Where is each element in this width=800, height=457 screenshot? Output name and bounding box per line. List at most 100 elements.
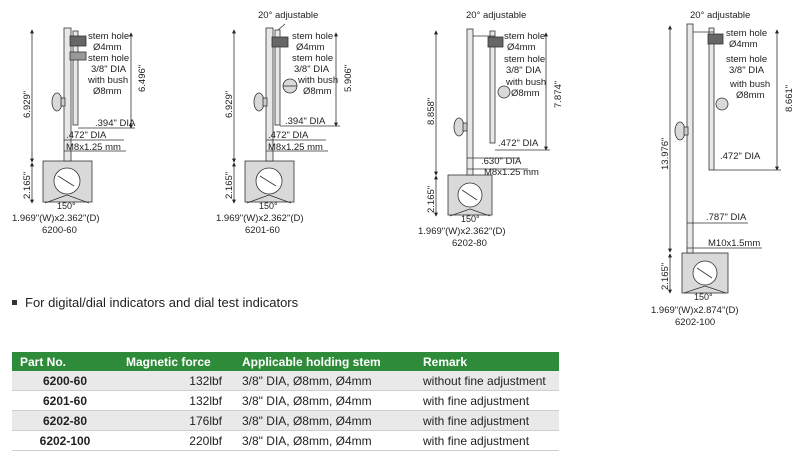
usage-note: For digital/dial indicators and dial tes… bbox=[12, 295, 298, 310]
label-adjustable: 20° adjustable bbox=[466, 10, 526, 21]
dim-height: 6.929" bbox=[224, 91, 235, 118]
cell-magnetic-force: 132lbf bbox=[118, 390, 234, 411]
cell-part-no: 6201-60 bbox=[12, 390, 118, 411]
table-row: 6202-100 220lbf 3/8" DIA, Ø8mm, Ø4mm wit… bbox=[12, 430, 559, 451]
bullet-icon bbox=[12, 300, 17, 306]
drawing-6202-100 bbox=[668, 23, 781, 294]
model-no: 6200-60 bbox=[42, 225, 77, 236]
label-adjustable: 20° adjustable bbox=[690, 10, 750, 21]
labels-6200-60: stem hole Ø4mm stem hole 3/8" DIA with b… bbox=[12, 31, 148, 236]
cell-magnetic-force: 132lbf bbox=[118, 371, 234, 391]
col-magnetic-force: Magnetic force bbox=[118, 352, 234, 371]
col-holding-stem: Applicable holding stem bbox=[234, 352, 415, 371]
label-d8mm: Ø8mm bbox=[736, 90, 765, 101]
dim-thread: M8x1.25 mm bbox=[66, 142, 121, 153]
drawing-6202-80 bbox=[434, 28, 550, 217]
dim-base-height: 2.165" bbox=[426, 186, 437, 213]
dim-angle: 150° bbox=[694, 292, 713, 302]
dim-472-dia: .472" DIA bbox=[720, 151, 761, 162]
label-d4mm: Ø4mm bbox=[93, 42, 122, 53]
label-stem-hole-2: stem hole bbox=[726, 54, 767, 65]
model-no: 6202-100 bbox=[675, 317, 715, 328]
dim-thread: M8x1.25 mm bbox=[484, 167, 539, 178]
cell-part-no: 6202-80 bbox=[12, 410, 118, 431]
dim-base-height: 2.165" bbox=[660, 263, 671, 290]
dim-angle: 150° bbox=[461, 214, 480, 224]
dim-stem-height: 5.906" bbox=[343, 65, 354, 92]
cell-holding-stem: 3/8" DIA, Ø8mm, Ø4mm bbox=[234, 390, 415, 411]
labels-6202-100: 20° adjustable stem hole Ø4mm stem hole … bbox=[651, 10, 795, 328]
labels-6201-60: 20° adjustable stem hole Ø4mm stem hole … bbox=[216, 10, 354, 236]
label-stem-hole-2: stem hole bbox=[88, 53, 129, 64]
cell-remark: with fine adjustment bbox=[415, 390, 559, 411]
cell-holding-stem: 3/8" DIA, Ø8mm, Ø4mm bbox=[234, 371, 415, 391]
base-size: 1.969"(W)x2.362"(D) bbox=[418, 226, 506, 237]
label-stem-hole-1: stem hole bbox=[292, 31, 333, 42]
dim-base-height: 2.165" bbox=[22, 172, 33, 199]
label-38-dia: 3/8" DIA bbox=[294, 64, 330, 75]
drawing-6200-60 bbox=[30, 27, 135, 204]
dim-stem-height: 7.874" bbox=[553, 81, 564, 108]
cell-holding-stem: 3/8" DIA, Ø8mm, Ø4mm bbox=[234, 410, 415, 431]
table-row: 6200-60 132lbf 3/8" DIA, Ø8mm, Ø4mm with… bbox=[12, 371, 559, 391]
dim-787-dia: .787" DIA bbox=[706, 212, 747, 223]
dim-thread: M8x1.25 mm bbox=[268, 142, 323, 153]
label-d8mm: Ø8mm bbox=[93, 86, 122, 97]
cell-remark: with fine adjustment bbox=[415, 430, 559, 451]
label-adjustable: 20° adjustable bbox=[258, 10, 318, 21]
base-size: 1.969"(W)x2.362"(D) bbox=[216, 213, 304, 224]
label-with-bush: with bush bbox=[297, 75, 338, 86]
cell-magnetic-force: 220lbf bbox=[118, 430, 234, 451]
dim-base-height: 2.165" bbox=[224, 172, 235, 199]
cell-remark: with fine adjustment bbox=[415, 410, 559, 431]
col-part-no: Part No. bbox=[12, 352, 118, 371]
base-size: 1.969"(W)x2.874"(D) bbox=[651, 305, 739, 316]
dim-angle: 150° bbox=[259, 201, 278, 211]
label-stem-hole-1: stem hole bbox=[88, 31, 129, 42]
label-38-dia: 3/8" DIA bbox=[506, 65, 542, 76]
dim-stem-height: 6.496" bbox=[137, 65, 148, 92]
label-stem-hole-2: stem hole bbox=[504, 54, 545, 65]
label-d4mm: Ø4mm bbox=[729, 39, 758, 50]
label-d4mm: Ø4mm bbox=[507, 42, 536, 53]
label-38-dia: 3/8" DIA bbox=[729, 65, 765, 76]
dim-height: 6.929" bbox=[22, 91, 33, 118]
dim-stem-height: 8.661" bbox=[784, 85, 795, 112]
model-no: 6202-80 bbox=[452, 238, 487, 249]
dim-height: 8.858" bbox=[426, 98, 437, 125]
base-size: 1.969"(W)x2.362"(D) bbox=[12, 213, 100, 224]
label-d8mm: Ø8mm bbox=[511, 88, 540, 99]
dim-472-dia: .472" DIA bbox=[268, 130, 309, 141]
dim-height: 13.976" bbox=[660, 138, 671, 170]
dim-thread: M10x1.5mm bbox=[708, 238, 760, 249]
label-with-bush: with bush bbox=[729, 79, 770, 90]
label-stem-hole-1: stem hole bbox=[504, 31, 545, 42]
dim-394-dia: .394" DIA bbox=[95, 118, 136, 129]
label-d8mm: Ø8mm bbox=[303, 86, 332, 97]
cell-magnetic-force: 176lbf bbox=[118, 410, 234, 431]
label-with-bush: with bush bbox=[87, 75, 128, 86]
label-38-dia: 3/8" DIA bbox=[91, 64, 127, 75]
dim-394-dia: .394" DIA bbox=[285, 116, 326, 127]
usage-note-text: For digital/dial indicators and dial tes… bbox=[25, 295, 299, 310]
dim-472-dia: .472" DIA bbox=[498, 138, 539, 149]
spec-table: Part No. Magnetic force Applicable holdi… bbox=[12, 352, 559, 451]
col-remark: Remark bbox=[415, 352, 559, 371]
table-row: 6202-80 176lbf 3/8" DIA, Ø8mm, Ø4mm with… bbox=[12, 410, 559, 431]
label-d4mm: Ø4mm bbox=[296, 42, 325, 53]
cell-part-no: 6202-100 bbox=[12, 430, 118, 451]
labels-6202-80: 20° adjustable stem hole Ø4mm stem hole … bbox=[418, 10, 564, 249]
dim-630-dia: .630" DIA bbox=[481, 156, 522, 167]
label-stem-hole-1: stem hole bbox=[726, 28, 767, 39]
label-stem-hole-2: stem hole bbox=[292, 53, 333, 64]
drawing-6201-60 bbox=[232, 23, 340, 204]
model-no: 6201-60 bbox=[245, 225, 280, 236]
cell-holding-stem: 3/8" DIA, Ø8mm, Ø4mm bbox=[234, 430, 415, 451]
table-row: 6201-60 132lbf 3/8" DIA, Ø8mm, Ø4mm with… bbox=[12, 390, 559, 411]
dim-angle: 150° bbox=[57, 201, 76, 211]
cell-part-no: 6200-60 bbox=[12, 371, 118, 391]
dim-472-dia: .472" DIA bbox=[66, 130, 107, 141]
label-with-bush: with bush bbox=[505, 77, 546, 88]
table-header-row: Part No. Magnetic force Applicable holdi… bbox=[12, 352, 559, 371]
